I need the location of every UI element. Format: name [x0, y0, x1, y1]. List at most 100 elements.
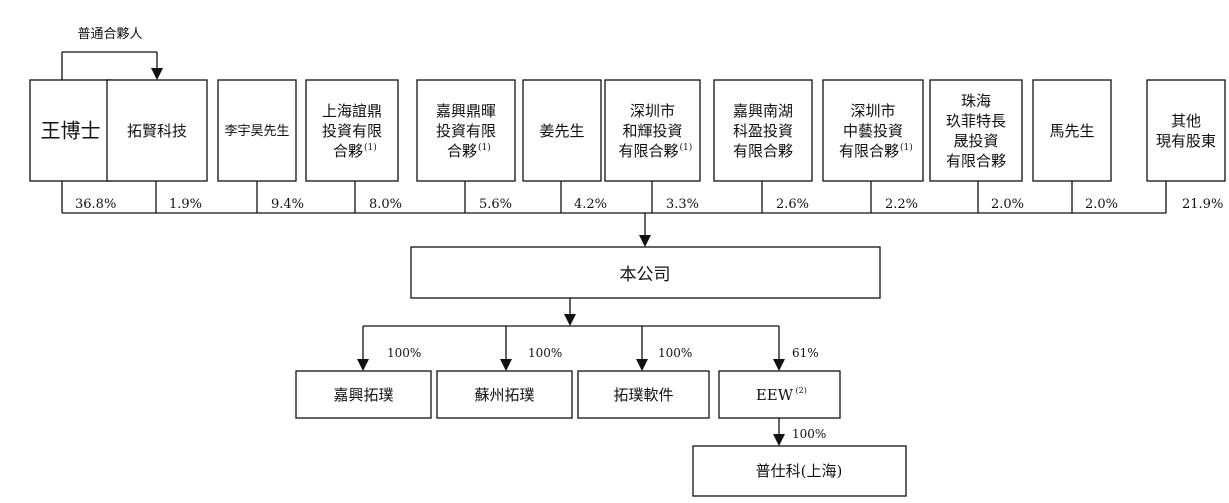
ownership-percent: 2.2%	[885, 197, 918, 212]
ownership-percent: 5.6%	[479, 197, 512, 212]
shareholder-name-line: 深圳市	[630, 102, 675, 120]
box-outline	[1032, 79, 1112, 182]
box-outline	[29, 79, 112, 182]
ownership-percent: 21.9%	[1182, 197, 1223, 212]
shareholder-name-line: 晟投資	[953, 132, 998, 150]
subsidiary-box-eew: EEW(2)	[718, 370, 841, 419]
shareholder-name-line: 嘉興南湖	[733, 102, 793, 120]
company-box: 本公司	[410, 246, 881, 299]
subsidiary-arrow	[500, 359, 512, 371]
shareholder-name-line: 投資有限	[322, 122, 382, 140]
shareholder-name-line: 中藝投資	[843, 122, 903, 140]
subsidiary-box-jiaxing-tuopu: 嘉興拓璞	[295, 370, 432, 419]
footnote-marker: (1)	[364, 142, 377, 153]
ownership-percent: 2.6%	[776, 197, 809, 212]
ownership-percent: 9.4%	[271, 197, 304, 212]
shareholder-name-line: 其他	[1171, 112, 1201, 130]
box-outline	[713, 79, 813, 182]
shareholder-box-ma: 馬先生	[1032, 79, 1112, 182]
box-outline	[416, 79, 516, 182]
subsidiary-name: 嘉興拓璞	[333, 386, 393, 404]
shareholder-name-line: 王博士	[41, 119, 101, 143]
grandchild-box: 普仕科(上海)	[692, 445, 907, 497]
box-outline	[929, 79, 1023, 182]
box-outline	[1146, 79, 1226, 182]
shareholder-name-line: 有限合夥	[839, 142, 899, 160]
shareholder-name-line: 投資有限	[436, 122, 496, 140]
shareholder-name-line: 馬先生	[1049, 122, 1094, 140]
shareholder-name-line: 玖菲特長	[946, 112, 1006, 130]
box-outline	[295, 370, 432, 419]
ownership-percent: 36.8%	[75, 197, 116, 212]
box-outline	[410, 246, 881, 299]
ownership-percent: 4.2%	[574, 197, 607, 212]
footnote-marker: (1)	[900, 142, 913, 153]
box-outline	[305, 79, 399, 182]
shareholder-name-line: 合夥	[333, 142, 363, 160]
ownership-percent: 2.0%	[1085, 197, 1118, 212]
shareholder-name-line: 拓賢科技	[127, 122, 187, 140]
shareholder-name-line: 科盈投資	[733, 122, 793, 140]
subsidiary-arrow	[636, 359, 648, 371]
box-outline	[822, 79, 924, 182]
box-outline	[106, 79, 208, 182]
shareholder-name-line: 李宇昊先生	[224, 124, 289, 139]
shareholder-name-line: 有限合夥	[618, 142, 678, 160]
ownership-percent: 100%	[387, 346, 421, 360]
shareholder-name-line: 珠海	[961, 92, 991, 110]
ownership-percent: 100%	[792, 427, 826, 441]
to-company-arrow	[639, 235, 651, 247]
box-outline	[692, 445, 907, 497]
shareholder-name-line: 嘉興鼎暉	[436, 102, 496, 120]
shareholder-name-line: 姜先生	[539, 122, 584, 140]
eew-down-arrow	[773, 434, 785, 446]
shareholder-name-line: 和輝投資	[622, 122, 682, 140]
box-outline	[522, 79, 602, 182]
ownership-percent: 100%	[658, 346, 692, 360]
footnote-marker: (2)	[796, 386, 807, 395]
subsidiary-name: EEW	[756, 386, 794, 404]
ownership-percent: 3.3%	[666, 197, 699, 212]
subsidiary-box-tuopu-software: 拓璞軟件	[577, 370, 710, 419]
shareholder-name-line: 有限合夥	[733, 142, 793, 160]
box-outline	[436, 370, 573, 419]
company-down-arrow	[564, 314, 576, 326]
box-outline	[577, 370, 710, 419]
subsidiary-name: 蘇州拓璞	[474, 386, 534, 404]
shareholder-box-wang: 王博士	[29, 79, 112, 182]
shareholder-box-jiang: 姜先生	[522, 79, 602, 182]
footnote-marker: (1)	[680, 142, 693, 153]
ownership-percent: 8.0%	[369, 197, 402, 212]
box-outline	[604, 79, 701, 182]
subsidiary-arrow	[773, 359, 785, 371]
ownership-percent: 100%	[528, 346, 562, 360]
subsidiary-box-suzhou-tuopu: 蘇州拓璞	[436, 370, 573, 419]
shareholder-name-line: 深圳市	[850, 102, 895, 120]
shareholder-name-line: 現有股東	[1156, 132, 1216, 150]
footnote-marker: (1)	[478, 142, 491, 153]
subsidiary-arrow	[357, 359, 369, 371]
shareholder-name-line: 上海誼鼎	[322, 102, 382, 120]
ownership-percent: 2.0%	[991, 197, 1024, 212]
box-outline	[217, 79, 297, 182]
shareholder-box-tuoxian: 拓賢科技	[106, 79, 208, 182]
subsidiary-name: 拓璞軟件	[613, 386, 673, 404]
gp-arrow	[151, 68, 163, 80]
shareholder-name-line: 合夥	[447, 142, 477, 160]
company-name: 本公司	[620, 265, 671, 285]
box-outline	[718, 370, 841, 419]
grandchild-name: 普仕科(上海)	[756, 462, 843, 480]
ownership-percent: 1.9%	[169, 197, 202, 212]
ownership-percent: 61%	[792, 346, 819, 360]
shareholder-name-line: 有限合夥	[946, 152, 1006, 170]
shareholder-box-li: 李宇昊先生	[217, 79, 297, 182]
general-partner-label: 普通合夥人	[77, 27, 142, 42]
